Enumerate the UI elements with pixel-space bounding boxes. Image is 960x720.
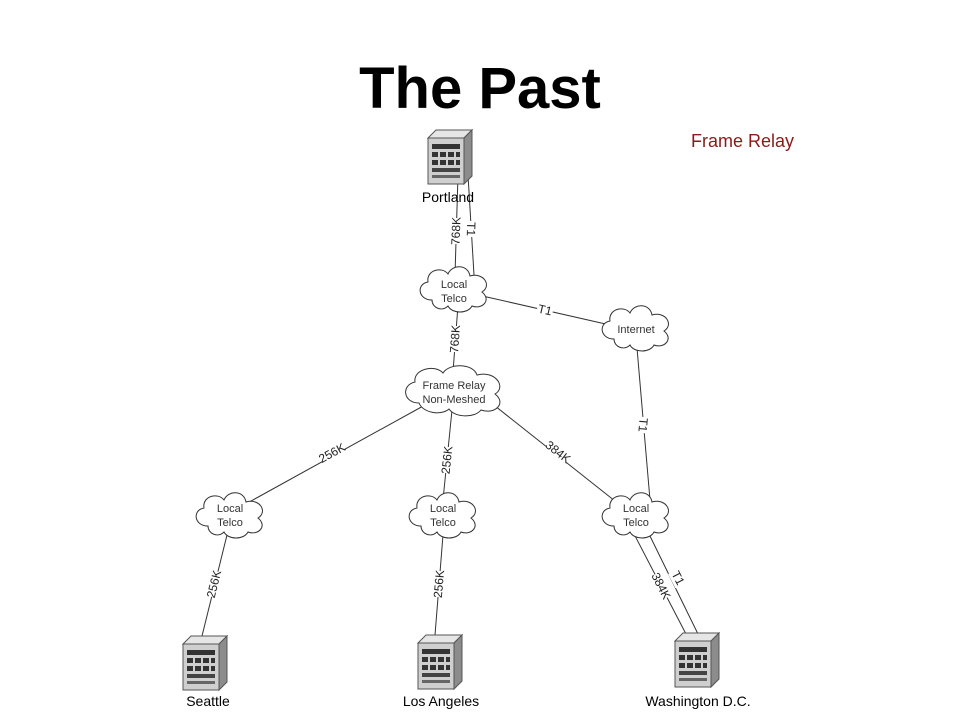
link-label-framerelay-dc: 384K (543, 438, 574, 466)
diagram-subtitle: Frame Relay (691, 131, 795, 151)
link-label-internet-dc: T1 (635, 416, 651, 434)
cloud-telco-seattle: Local Telco (195, 492, 263, 539)
cloud-label: Telco (623, 517, 649, 529)
cloud-label: Local (623, 503, 649, 515)
server-label-los-angeles: Los Angeles (403, 693, 479, 709)
server-icon (427, 129, 473, 185)
cloud-frame-relay: Frame Relay Non-Meshed (405, 365, 501, 417)
link-labels: 768K T1 T1 768K 256K 256K 384K T1 (204, 217, 688, 602)
cloud-icon (408, 492, 476, 539)
cloud-label: Telco (217, 517, 243, 529)
cloud-label: Internet (617, 324, 654, 336)
server-icon (182, 635, 228, 691)
server-portland: Portland (422, 129, 474, 205)
cloud-label: Local (441, 279, 467, 291)
cloud-icon (195, 492, 263, 539)
cloud-label: Local (430, 503, 456, 515)
cloud-telco-la: Local Telco (408, 492, 476, 539)
svg-text:256K: 256K (439, 445, 456, 474)
link-label-telco-framerelay: 768K (447, 325, 463, 354)
cloud-label: Frame Relay (423, 380, 486, 392)
svg-text:256K: 256K (204, 569, 224, 600)
link-label-la-telco: 256K (431, 569, 447, 598)
svg-text:T1: T1 (537, 302, 554, 319)
svg-text:768K: 768K (449, 217, 464, 246)
link-label-framerelay-seattle: 256K (316, 440, 347, 466)
cloud-telco-dc: Local Telco (601, 492, 669, 539)
server-los-angeles: Los Angeles (403, 634, 479, 709)
server-label-portland: Portland (422, 189, 474, 205)
link-label-portland-telco-768: 768K (449, 217, 464, 246)
svg-text:T1: T1 (464, 222, 478, 237)
link-label-telco-internet: T1 (535, 301, 555, 319)
svg-text:256K: 256K (316, 440, 347, 466)
server-icon (674, 632, 720, 688)
link-label-portland-telco-t1: T1 (463, 220, 479, 238)
cloud-label: Telco (441, 293, 467, 305)
cloud-icon (601, 492, 669, 539)
server-washington: Washington D.C. (645, 632, 751, 709)
svg-text:T1: T1 (669, 569, 688, 588)
cloud-label: Non-Meshed (423, 394, 486, 406)
link-label-framerelay-la: 256K (439, 445, 456, 474)
server-label-seattle: Seattle (186, 693, 230, 709)
cloud-telco-portland: Local Telco (419, 266, 487, 313)
link-label-seattle-telco: 256K (204, 569, 224, 600)
server-seattle: Seattle (182, 635, 230, 709)
cloud-label: Telco (430, 517, 456, 529)
svg-text:256K: 256K (431, 569, 447, 598)
cloud-internet: Internet (601, 305, 669, 352)
svg-text:384K: 384K (543, 438, 574, 466)
svg-text:768K: 768K (447, 325, 463, 354)
svg-text:T1: T1 (635, 417, 650, 432)
server-icon (417, 634, 463, 690)
server-label-washington: Washington D.C. (645, 693, 750, 709)
link-label-dc-telco-t1: T1 (668, 567, 688, 589)
page-title: The Past (359, 56, 601, 121)
cloud-label: Local (217, 503, 243, 515)
